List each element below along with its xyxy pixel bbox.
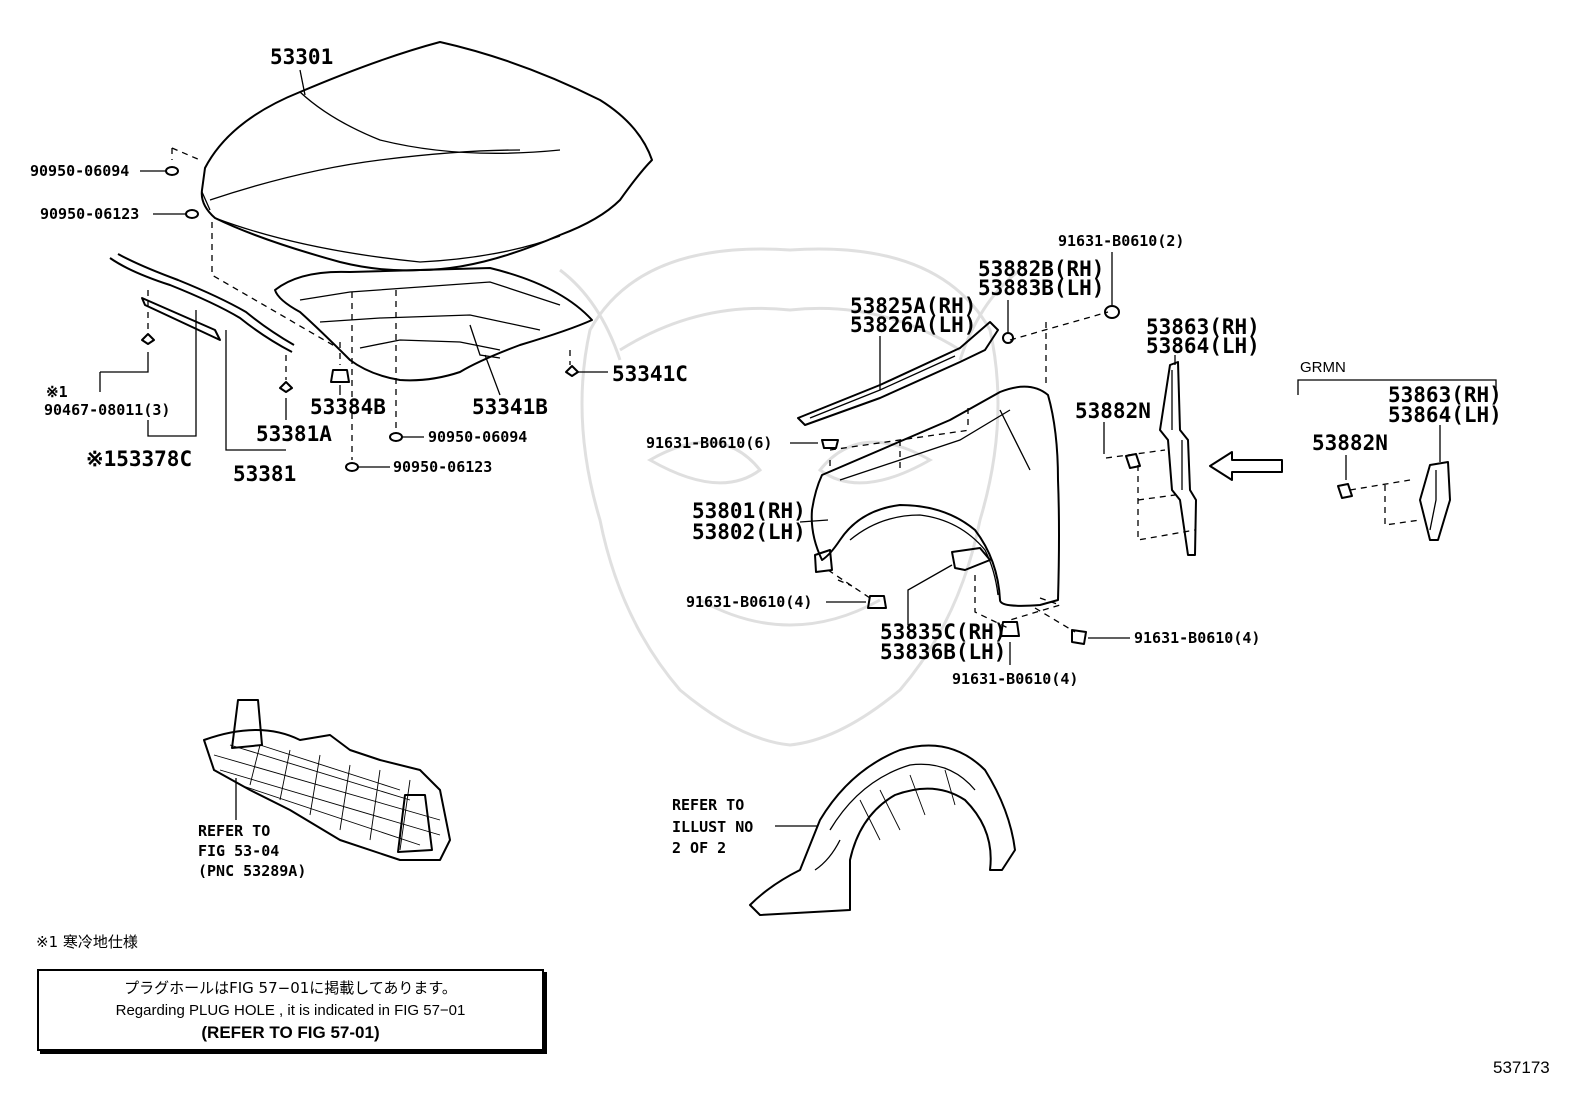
- label-moulding-lh: 53826A(LH): [850, 313, 976, 337]
- label-screw-top: 91631-B0610(2): [1058, 232, 1184, 250]
- label-hood: 53301: [270, 45, 333, 69]
- label-seal-53378c: ※153378C: [86, 447, 192, 471]
- label-cushion-53384b: 53384B: [310, 395, 386, 419]
- label-liner-ref-2: ILLUST NO: [672, 818, 753, 836]
- label-insul-plug-lower: 90950-06123: [393, 458, 492, 476]
- hood-drawing: [200, 41, 653, 272]
- note-reference: (REFER TO FIG 57-01): [201, 1023, 380, 1042]
- label-fender-lh: 53802(LH): [692, 520, 806, 544]
- label-liner-ref-3: 2 OF 2: [672, 839, 726, 857]
- engine-undercover-drawing: [203, 699, 451, 861]
- label-clip-90467: 90467-08011(3): [44, 401, 170, 419]
- label-retainer-53882n: 53882N: [1075, 399, 1151, 423]
- arrow-icon: [1209, 451, 1283, 481]
- label-undercover-ref-3: (PNC 53289A): [198, 862, 306, 880]
- fender-drawing: [810, 385, 1060, 607]
- label-seal-53381: 53381: [233, 462, 296, 486]
- label-fender-rh: 53801(RH): [692, 499, 806, 523]
- label-splash-lh: 53836B(LH): [880, 640, 1006, 664]
- fender-dashed-lines: [827, 311, 1421, 633]
- fender-bracket-drawing: [1159, 361, 1197, 556]
- label-hood-plug-lower: 90950-06123: [40, 205, 139, 223]
- label-grmn: GRMN: [1300, 359, 1346, 376]
- label-screw-upper: 91631-B0610(6): [646, 434, 772, 452]
- label-insulator-53341b: 53341B: [472, 395, 548, 419]
- footnote-cold-region: ※1 寒冷地仕様: [36, 933, 138, 951]
- hood-insulator-drawing: [274, 267, 593, 382]
- fender-leaders: [790, 252, 1441, 665]
- label-fender-seal-lh: 53883B(LH): [978, 276, 1104, 300]
- label-moulding-rh: 53825A(RH): [850, 294, 976, 318]
- fender-hardware: [821, 305, 1353, 645]
- label-screw-bottom: 91631-B0610(4): [952, 670, 1078, 688]
- watermark-emblem: [559, 247, 1021, 747]
- label-note-mark: ※1: [46, 383, 68, 401]
- label-undercover-ref-2: FIG 53-04: [198, 842, 279, 860]
- label-undercover-ref-1: REFER TO: [198, 822, 270, 840]
- label-hood-plug-upper: 90950-06094: [30, 162, 129, 180]
- plug-hole-note: プラグホールはFIG 57−01に掲載してあります。 Regarding PLU…: [37, 969, 544, 1051]
- label-grmn-retainer: 53882N: [1312, 431, 1388, 455]
- label-grmn-bracket-rh: 53863(RH): [1388, 383, 1502, 407]
- label-liner-ref-1: REFER TO: [672, 796, 744, 814]
- note-english: Regarding PLUG HOLE , it is indicated in…: [115, 1002, 466, 1019]
- note-japanese: プラグホールはFIG 57−01に掲載してあります。: [124, 979, 457, 997]
- label-grmn-bracket-lh: 53864(LH): [1388, 403, 1502, 427]
- label-clip-53341c: 53341C: [612, 362, 688, 386]
- label-screw-right: 91631-B0610(4): [1134, 629, 1260, 647]
- label-bracket-rh: 53863(RH): [1146, 315, 1260, 339]
- hood-dashed-lines: [147, 147, 571, 460]
- label-bracket-lh: 53864(LH): [1146, 334, 1260, 358]
- label-insul-plug-upper: 90950-06094: [428, 428, 527, 446]
- label-splash-rh: 53835C(RH): [880, 620, 1006, 644]
- hood-leaders: [99, 69, 608, 468]
- label-fender-seal-rh: 53882B(RH): [978, 257, 1104, 281]
- label-screw-left: 91631-B0610(4): [686, 593, 812, 611]
- grmn-bracket-drawing: [1209, 379, 1497, 541]
- hood-seal-drawing: [109, 253, 295, 353]
- figure-id: 537173: [1493, 1058, 1550, 1077]
- label-seal-53381a: 53381A: [256, 422, 332, 446]
- hood-panel: [200, 41, 653, 272]
- fender-splash-shield-drawing: [814, 547, 991, 573]
- fender-liner-drawing: [749, 744, 1016, 916]
